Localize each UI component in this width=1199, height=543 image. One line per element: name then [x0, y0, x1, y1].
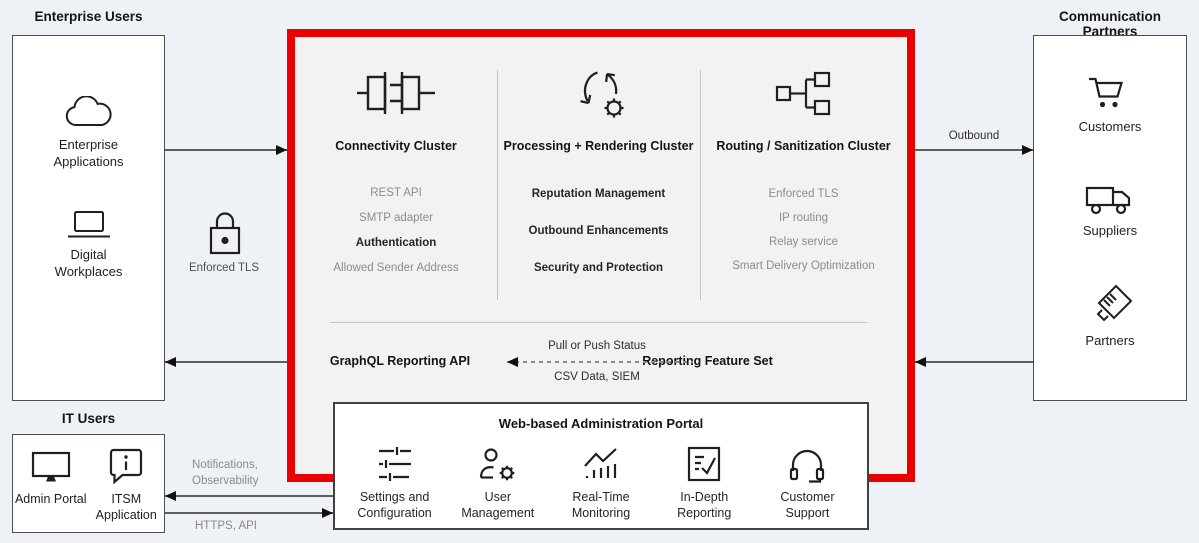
cluster-item: Enforced TLS: [768, 188, 839, 200]
https-api-label: HTTPS, API: [195, 520, 257, 532]
cluster-item: Security and Protection: [533, 262, 664, 274]
admin-portal-title: Web-based Administration Portal: [498, 416, 704, 431]
reporting-flow-arrow: [507, 361, 693, 363]
partners-to-reporting-arrow: [915, 361, 1033, 363]
customers-item: Customers: [1034, 74, 1186, 136]
it-to-portal-arrow: [165, 512, 333, 514]
cloud-icon: [13, 96, 164, 130]
communication-partners-box: Customers Suppliers Partner: [1033, 35, 1187, 401]
headset-icon: [756, 442, 859, 486]
processing-rendering-cluster: Processing + Rendering Cluster Reputatio…: [497, 37, 700, 322]
cluster-item: Outbound Enhancements: [528, 225, 669, 237]
truck-icon: [1034, 182, 1186, 216]
platform-to-enterprise-arrow: [165, 361, 287, 363]
monitor-icon: [13, 447, 89, 485]
enterprise-applications-label: Enterprise Applications: [53, 137, 124, 169]
cluster-item: Smart Delivery Optimization: [732, 260, 875, 272]
cluster-item: REST API: [370, 187, 422, 199]
cluster-item: Allowed Sender Address: [333, 262, 459, 274]
graphql-reporting-api-label: GraphQL Reporting API: [329, 354, 471, 368]
admin-portal-box: Web-based Administration Portal Settings…: [333, 402, 869, 530]
feature-settings-configuration: Settings and Configuration: [343, 442, 446, 522]
cluster-item: SMTP adapter: [359, 212, 433, 224]
routing-cluster-title: Routing / Sanitization Cluster: [716, 139, 891, 153]
process-cycle-icon: [497, 65, 700, 121]
partners-label: Partners: [1085, 333, 1135, 348]
enterprise-users-title: Enterprise Users: [34, 9, 143, 24]
admin-portal-label: Admin Portal: [14, 492, 87, 506]
reporting-feature-set-label: Reporting Feature Set: [642, 354, 773, 368]
suppliers-label: Suppliers: [1082, 223, 1138, 238]
admin-portal-item: Admin Portal: [13, 447, 89, 524]
laptop-icon: [13, 210, 164, 240]
outbound-arrow: [915, 149, 1033, 151]
outbound-label: Outbound: [948, 130, 1000, 142]
processing-cluster-title: Processing + Rendering Cluster: [503, 139, 694, 153]
network-routing-icon: [700, 65, 907, 121]
feature-user-management: User Management: [446, 442, 549, 522]
cluster-item: Relay service: [768, 236, 839, 248]
enterprise-applications-item: Enterprise Applications: [13, 96, 164, 171]
enterprise-users-box: Enterprise Applications Digital Workplac…: [12, 35, 165, 401]
csv-siem-label: CSV Data, SIEM: [554, 371, 640, 383]
feature-label: Customer Support: [780, 490, 835, 521]
reporting-divider: [330, 322, 867, 323]
pull-push-status-label: Pull or Push Status: [548, 340, 646, 352]
it-users-box: Admin Portal ITSM Application: [12, 434, 165, 533]
info-bubble-icon: [89, 447, 165, 485]
user-gear-icon: [446, 442, 549, 486]
portal-to-it-arrow: [165, 495, 333, 497]
cluster-item: Authentication: [355, 237, 437, 249]
connectivity-cluster: Connectivity Cluster REST API SMTP adapt…: [295, 37, 497, 322]
cluster-item: IP routing: [778, 212, 828, 224]
feature-label: In-Depth Reporting: [677, 490, 732, 521]
feature-real-time-monitoring: Real-Time Monitoring: [549, 442, 652, 522]
connectivity-cluster-title: Connectivity Cluster: [335, 139, 457, 153]
partners-item: Partners: [1034, 284, 1186, 350]
cluster-divider: [497, 70, 498, 300]
feature-in-depth-reporting: In-Depth Reporting: [653, 442, 756, 522]
suppliers-item: Suppliers: [1034, 182, 1186, 240]
cluster-divider: [700, 70, 701, 300]
it-users-title: IT Users: [61, 411, 116, 426]
handshake-icon: [1034, 284, 1186, 326]
enforced-tls-label: Enforced TLS: [188, 262, 260, 274]
feature-label: User Management: [461, 490, 535, 521]
cluster-item: Reputation Management: [531, 188, 666, 200]
feature-label: Real-Time Monitoring: [571, 490, 631, 521]
report-check-icon: [653, 442, 756, 486]
customers-label: Customers: [1078, 119, 1142, 134]
notifications-observability-label: Notifications, Observability: [192, 459, 259, 487]
itsm-application-item: ITSM Application: [89, 447, 165, 524]
digital-workplaces-item: Digital Workplaces: [13, 210, 164, 281]
monitoring-chart-icon: [549, 442, 652, 486]
digital-workplaces-label: Digital Workplaces: [54, 247, 123, 279]
enterprise-to-platform-arrow: [165, 149, 287, 151]
lock-icon: [206, 208, 244, 258]
routing-sanitization-cluster: Routing / Sanitization Cluster Enforced …: [700, 37, 907, 322]
cart-icon: [1034, 74, 1186, 112]
itsm-application-label: ITSM Application: [95, 492, 157, 523]
feature-customer-support: Customer Support: [756, 442, 859, 522]
sliders-icon: [343, 442, 446, 486]
feature-label: Settings and Configuration: [357, 490, 432, 521]
connector-icon: [295, 65, 497, 121]
